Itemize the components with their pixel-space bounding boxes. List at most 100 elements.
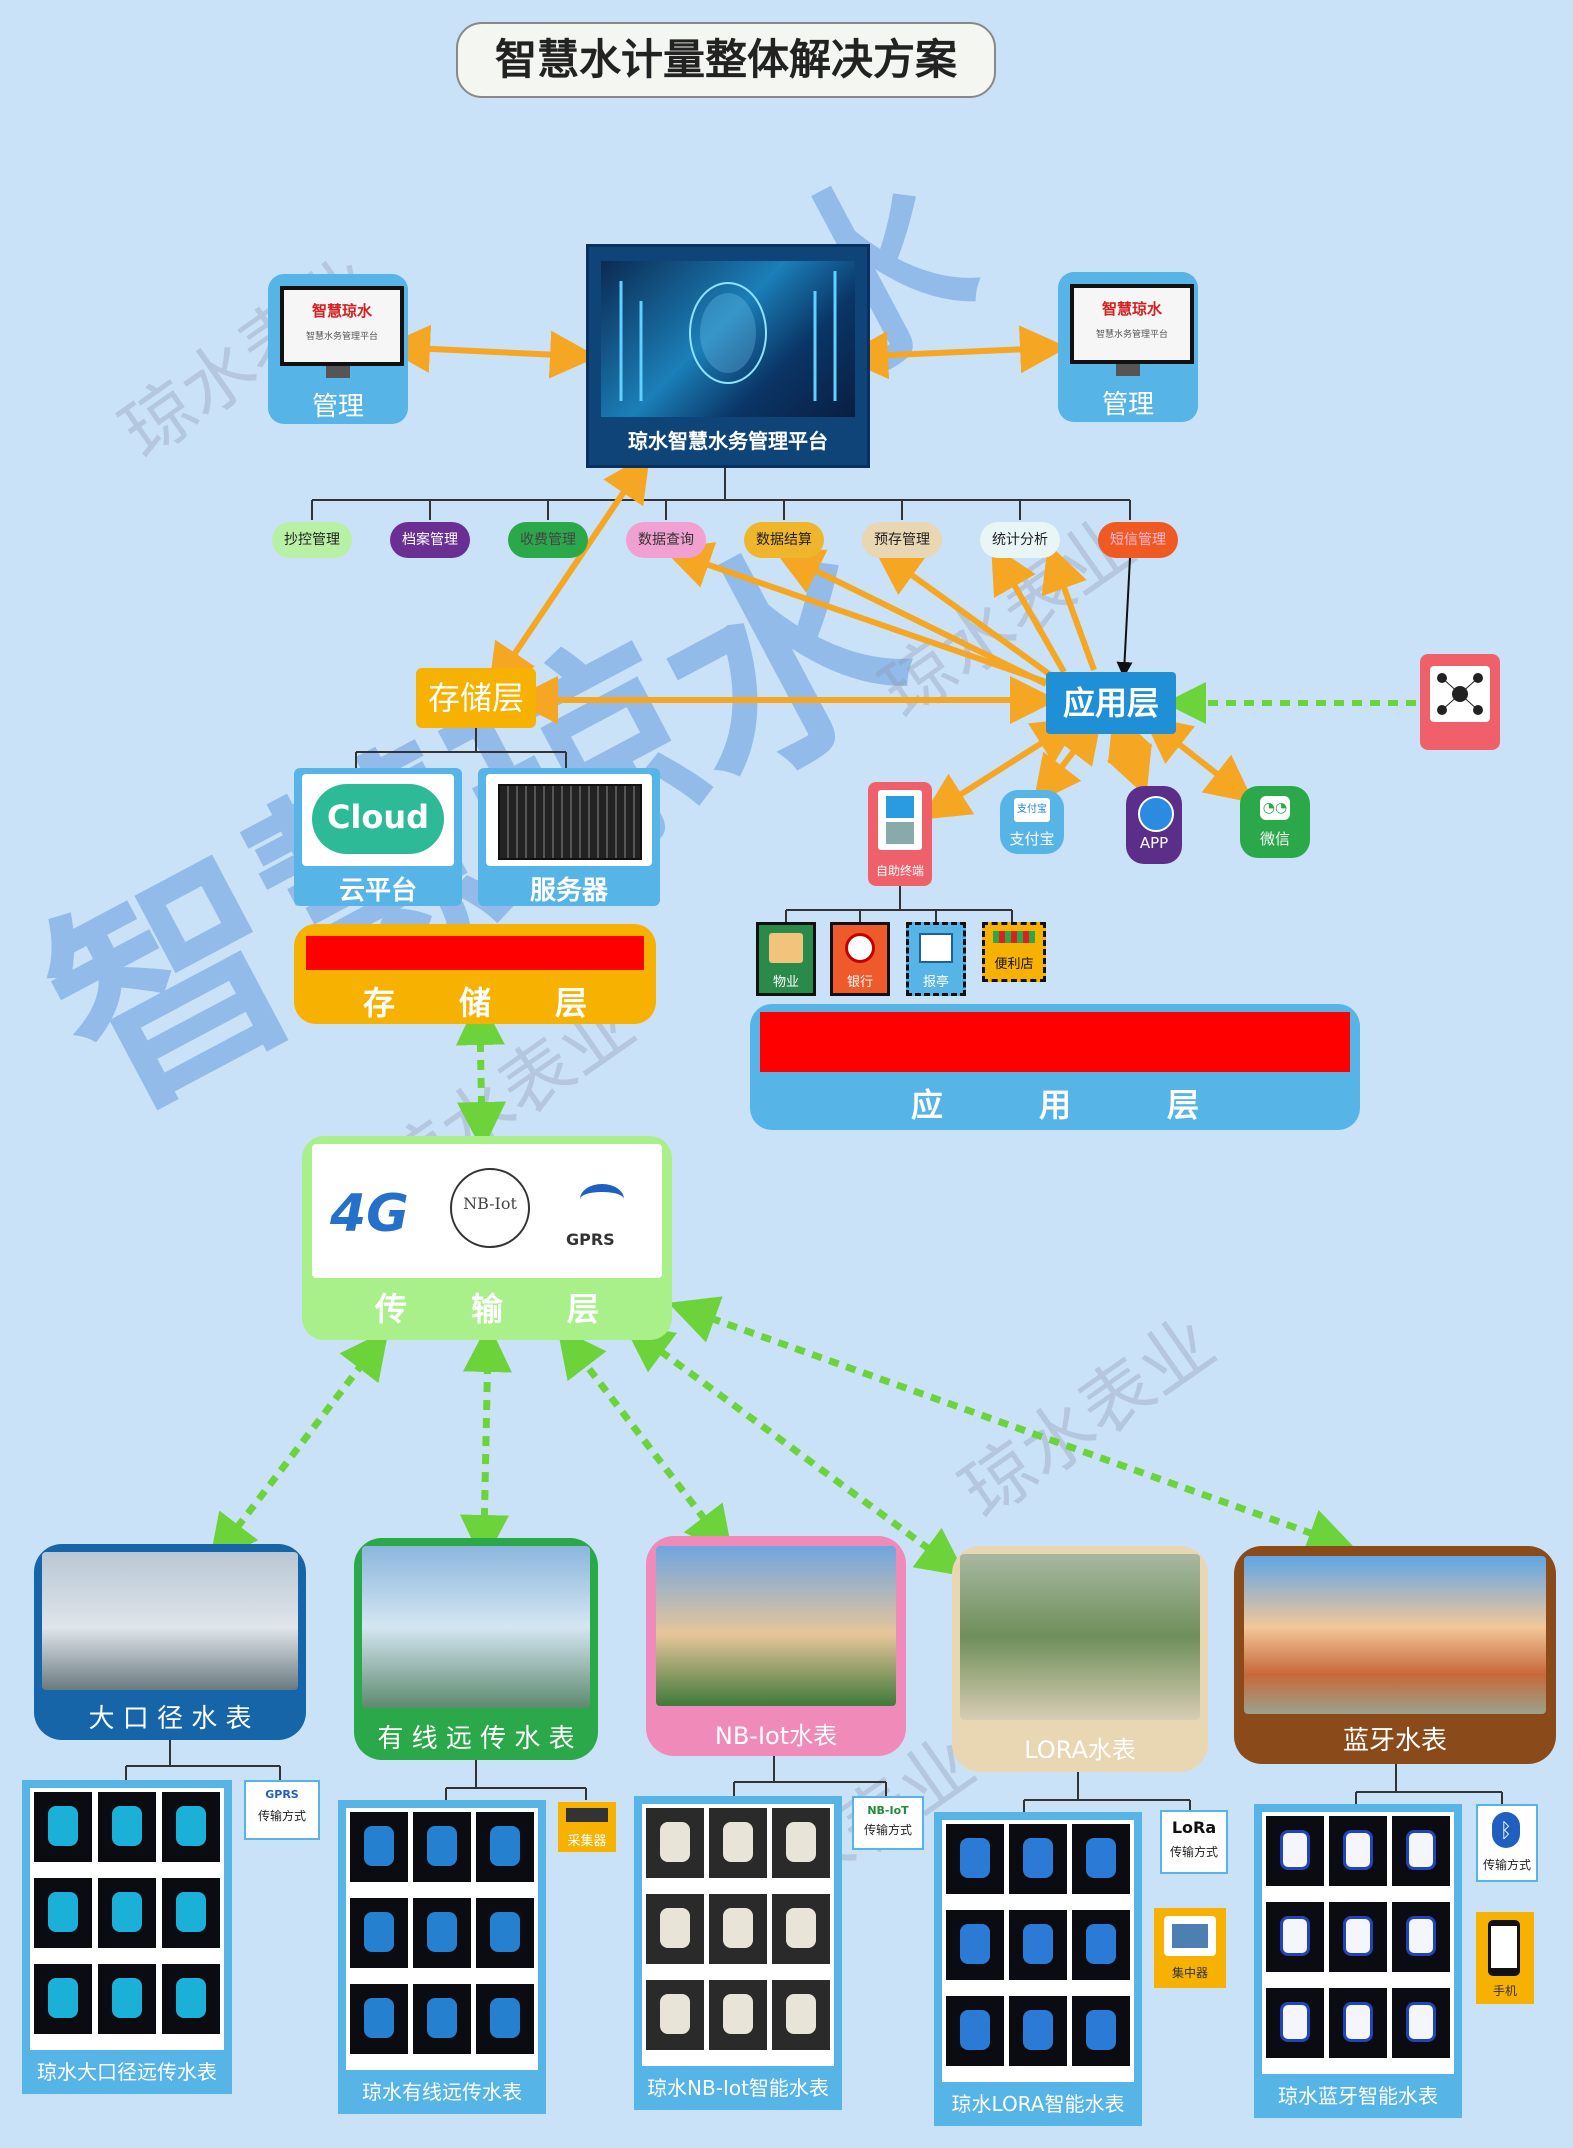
module-archive[interactable]: 档案管理 — [390, 522, 470, 558]
meter-grid-wired: 琼水有线远传水表 — [338, 1800, 546, 2114]
concentrator-icon — [1164, 1916, 1216, 1956]
cloud-logo-text: Cloud — [326, 798, 430, 836]
wechat-channel[interactable]: ◔◔ 微信 — [1240, 786, 1310, 858]
self-service-kiosk[interactable]: 自助终端 — [868, 782, 932, 886]
meter-thumb — [1266, 1816, 1324, 1886]
alipay-label: 支付宝 — [1009, 830, 1055, 848]
network-diagram-icon[interactable] — [1420, 654, 1500, 750]
transport-4g: 4G — [330, 1184, 409, 1244]
transmission-label: 传输方式 — [1482, 1858, 1531, 1872]
meter-thumb — [34, 1878, 92, 1948]
management-label: 管理 — [311, 392, 364, 422]
server-icon — [486, 774, 652, 866]
cloud-icon: Cloud — [302, 774, 454, 866]
meter-thumb — [1072, 1824, 1130, 1894]
collector-label: 采集器 — [567, 1834, 607, 1849]
application-bar-label: 应 用 层 — [910, 1086, 1199, 1124]
screen-title: 智慧琼水 — [1101, 300, 1162, 318]
meter-thumb — [350, 1898, 408, 1968]
module-sms[interactable]: 短信管理 — [1098, 522, 1178, 558]
page-title: 智慧水计量整体解决方案 — [456, 22, 996, 98]
meter-card-label: NB-Iot水表 — [714, 1722, 838, 1750]
ai-face-icon — [619, 271, 837, 401]
phone-box[interactable]: 手机 — [1476, 1912, 1534, 2004]
channel-property[interactable]: 物业 — [756, 922, 816, 996]
storage-layer-bar: 存 储 层 — [294, 924, 656, 1024]
residential-photo — [656, 1546, 896, 1706]
meter-thumb — [1392, 1902, 1450, 1972]
meter-thumb — [98, 1792, 156, 1862]
collector-box[interactable]: 采集器 — [558, 1802, 616, 1852]
phone-icon — [1488, 1920, 1520, 1976]
application-layer-button[interactable]: 应用层 — [1046, 672, 1176, 734]
transmission-bluetooth-box[interactable]: ᛒ 传输方式 — [1476, 1804, 1538, 1882]
transmission-lora-box[interactable]: LoRa 传输方式 — [1160, 1810, 1228, 1874]
nb-iot-icon: NB-Iot — [450, 1168, 530, 1248]
meter-thumb — [98, 1964, 156, 2034]
monitor-stand — [1116, 364, 1140, 376]
meter-card-lora[interactable]: LORA水表 — [952, 1546, 1208, 1772]
store-icon — [993, 931, 1035, 943]
transmission-gprs-box[interactable]: GPRS 传输方式 — [244, 1780, 320, 1840]
nbiot-logo: NB-IoT — [867, 1804, 909, 1817]
meter-thumb — [1266, 1988, 1324, 2058]
module-settlement[interactable]: 数据结算 — [744, 522, 824, 558]
meter-grid-caption: 琼水NB-Iot智能水表 — [647, 2076, 829, 2100]
meter-thumb — [34, 1964, 92, 2034]
server-card[interactable]: 服务器 — [478, 768, 660, 906]
meter-thumb — [772, 1894, 830, 1964]
wechat-icon: ◔◔ — [1260, 796, 1290, 820]
module-prepaid[interactable]: 预存管理 — [862, 522, 942, 558]
platform-label: 琼水智慧水务管理平台 — [628, 429, 828, 453]
server-label: 服务器 — [529, 876, 608, 906]
channel-convenience-store[interactable]: 便利店 — [982, 922, 1046, 982]
meter-thumb — [476, 1984, 534, 2054]
transmission-nbiot-box[interactable]: NB-IoT 传输方式 — [852, 1796, 924, 1850]
collector-icon — [566, 1808, 608, 1822]
meter-card-wired[interactable]: 有 线 远 传 水 表 — [354, 1538, 598, 1760]
meter-thumb — [350, 1812, 408, 1882]
meter-card-nbiot[interactable]: NB-Iot水表 — [646, 1536, 906, 1756]
channel-kiosk-stand[interactable]: 报亭 — [906, 922, 966, 996]
screen-subtitle: 智慧水务管理平台 — [1095, 330, 1168, 340]
meter-thumb — [1009, 1910, 1067, 1980]
meter-thumb — [946, 1996, 1004, 2066]
alipay-icon: 支付宝 — [1014, 798, 1050, 822]
meter-thumb — [1329, 1988, 1387, 2058]
transport-gprs: GPRS — [566, 1230, 615, 1249]
gprs-icon: GPRS — [265, 1788, 299, 1801]
module-billing[interactable]: 收费管理 — [508, 522, 588, 558]
platform-box[interactable]: 琼水智慧水务管理平台 — [586, 244, 870, 468]
concentrator-box[interactable]: 集中器 — [1154, 1908, 1226, 1988]
channel-property-label: 物业 — [772, 975, 799, 990]
meter-thumb — [646, 1808, 704, 1878]
plaza-photo — [1244, 1556, 1546, 1714]
channel-bank[interactable]: 银行 — [830, 922, 890, 996]
module-meter-control[interactable]: 抄控管理 — [272, 522, 352, 558]
meter-card-bluetooth[interactable]: 蓝牙水表 — [1234, 1546, 1556, 1764]
alipay-channel[interactable]: 支付宝 支付宝 — [1000, 790, 1064, 854]
cloud-platform-card[interactable]: Cloud 云平台 — [294, 768, 462, 906]
transport-icons-panel: 4G NB-Iot GPRS — [312, 1144, 662, 1278]
meter-thumb — [772, 1808, 830, 1878]
app-label: APP — [1139, 834, 1169, 852]
meter-thumb — [98, 1878, 156, 1948]
meter-grid-caption: 琼水蓝牙智能水表 — [1278, 2084, 1438, 2108]
meter-thumb — [1329, 1902, 1387, 1972]
transmission-label: 传输方式 — [257, 1809, 306, 1823]
meter-thumb — [709, 1894, 767, 1964]
app-icon — [1138, 796, 1174, 832]
meter-card-large-caliber[interactable]: 大 口 径 水 表 — [34, 1544, 306, 1740]
meter-thumb — [1009, 1824, 1067, 1894]
kiosk-screen — [886, 796, 914, 818]
meter-thumb — [34, 1792, 92, 1862]
kiosk-icon — [878, 790, 922, 850]
module-statistics[interactable]: 统计分析 — [980, 522, 1060, 558]
app-channel[interactable]: APP — [1126, 786, 1182, 864]
module-data-query[interactable]: 数据查询 — [626, 522, 706, 558]
management-terminal-right[interactable]: 智慧琼水 智慧水务管理平台 管理 — [1058, 272, 1198, 422]
transmission-label: 传输方式 — [863, 1823, 912, 1837]
storage-layer-button[interactable]: 存储层 — [416, 668, 536, 728]
meter-grid-lora: 琼水LORA智能水表 — [934, 1812, 1142, 2126]
management-terminal-left[interactable]: 智慧琼水 智慧水务管理平台 管理 — [268, 274, 408, 424]
